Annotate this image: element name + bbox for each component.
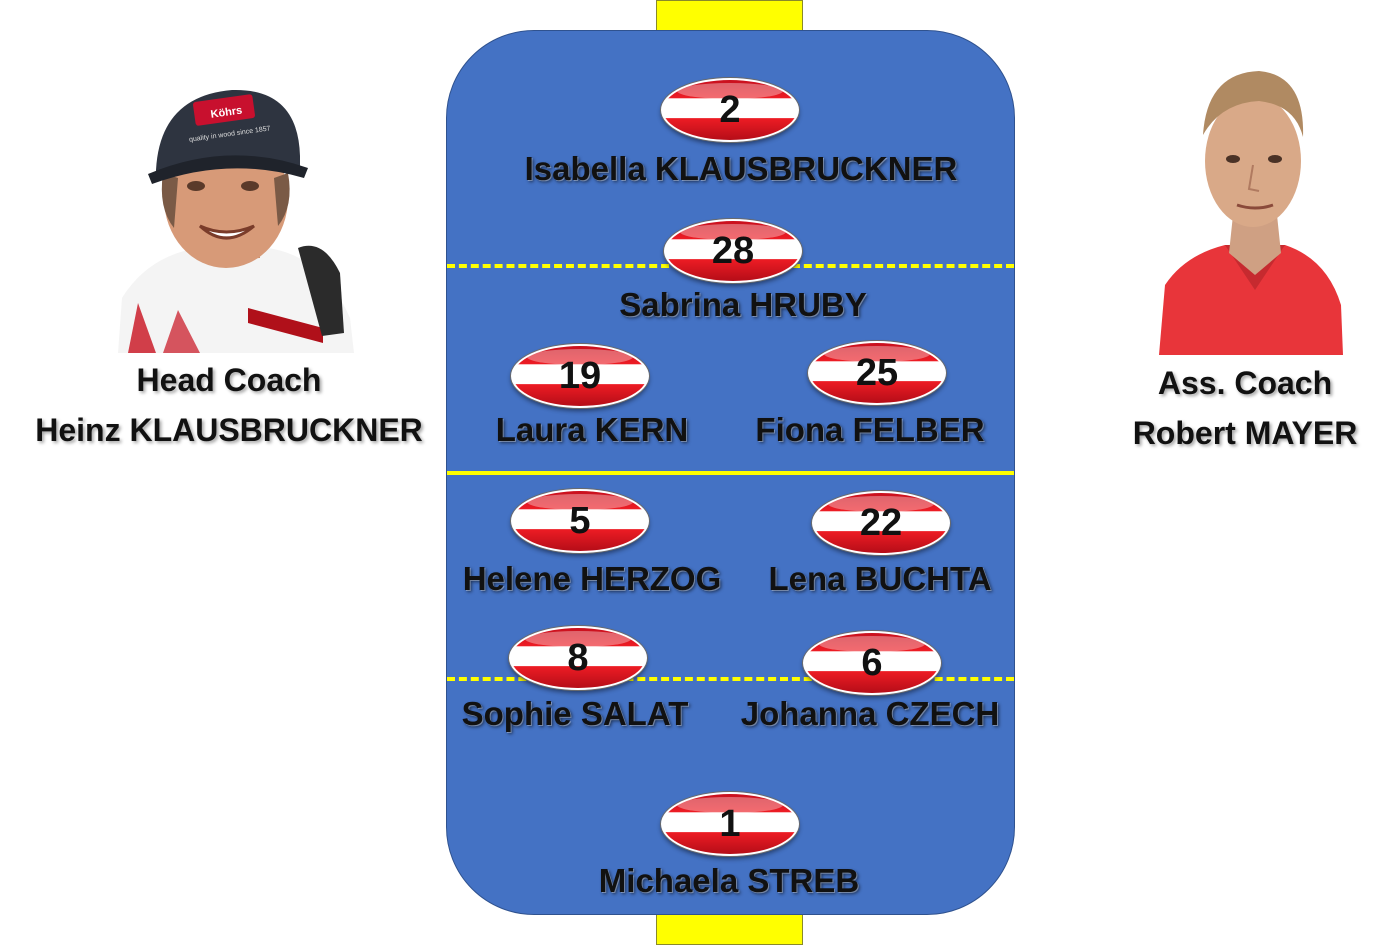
top-goal <box>656 0 803 32</box>
player-number: 6 <box>861 642 883 684</box>
center-line <box>447 471 1014 475</box>
player-name: Lena BUCHTA <box>768 560 992 597</box>
player-badge-4: 25 <box>808 341 946 405</box>
player-badge-8: 6 <box>803 631 941 695</box>
dashed-line-bottom <box>447 677 1014 681</box>
player-badge-3: 19 <box>511 344 649 408</box>
player-number: 22 <box>859 502 903 544</box>
player-badge-1: 2 <box>661 78 799 142</box>
head-coach-photo: Köhrs quality in wood since 1857 <box>118 89 354 353</box>
assistant-coach-role: Ass. Coach <box>1157 365 1333 401</box>
player-name: Michaela STREB <box>598 862 860 899</box>
player-badge-6: 22 <box>812 491 950 555</box>
player-number: 28 <box>711 230 755 272</box>
player-number: 19 <box>558 355 602 397</box>
player-number: 8 <box>567 637 589 679</box>
player-name: Helene HERZOG <box>462 560 722 597</box>
player-name: Sophie SALAT <box>461 695 689 732</box>
head-coach-name: Heinz KLAUSBRUCKNER <box>35 412 423 448</box>
player-name: Johanna CZECH <box>740 695 1000 732</box>
player-name: Sabrina HRUBY <box>619 286 867 323</box>
player-number: 5 <box>569 500 591 542</box>
bottom-goal <box>656 914 803 945</box>
player-badge-5: 5 <box>511 489 649 553</box>
player-number: 2 <box>719 89 741 131</box>
player-name: Fiona FELBER <box>755 411 985 448</box>
player-badge-9: 1 <box>661 792 799 856</box>
assistant-coach-name: Robert MAYER <box>1132 415 1358 451</box>
player-name: Isabella KLAUSBRUCKNER <box>524 150 958 187</box>
assistant-coach-photo <box>1159 71 1343 355</box>
head-coach-role: Head Coach <box>136 362 322 398</box>
player-badge-7: 8 <box>509 626 647 690</box>
player-badge-2: 28 <box>664 219 802 283</box>
cap-logo-text: Köhrs <box>210 105 243 121</box>
player-name: Laura KERN <box>495 411 689 448</box>
playing-field <box>446 30 1015 915</box>
player-number: 25 <box>855 352 899 394</box>
player-number: 1 <box>719 803 741 845</box>
